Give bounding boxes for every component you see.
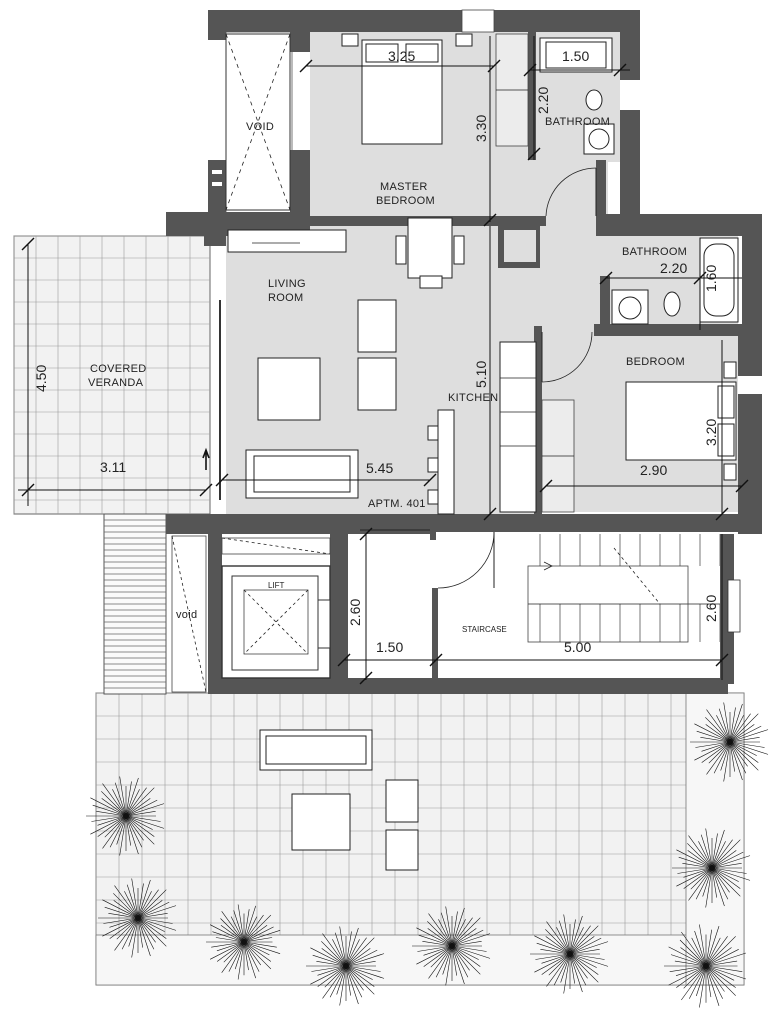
master-bedroom: MASTER BEDROOM <box>341 33 529 207</box>
living-width-label: 5.45 <box>366 460 393 476</box>
bathroom-2: BATHROOM <box>611 237 739 325</box>
plant-icon <box>664 924 746 1008</box>
bathroom-2-label: BATHROOM <box>622 246 687 258</box>
plants <box>86 702 769 1008</box>
veranda-depth: 4.50 <box>33 365 49 392</box>
plant-icon <box>530 914 609 994</box>
living-label-2: ROOM <box>268 292 303 304</box>
bath2-width-label: 2.20 <box>660 260 687 276</box>
lift-label: LIFT <box>268 581 285 590</box>
plant-icon <box>412 906 491 986</box>
plant-icon <box>86 776 165 856</box>
void-small: void <box>171 535 207 693</box>
veranda-label-2: VERANDA <box>88 377 144 389</box>
lift: LIFT <box>221 537 331 679</box>
kitchen-depth-label: 5.10 <box>473 361 489 388</box>
exterior-stairs <box>103 513 167 695</box>
living-label-1: LIVING <box>268 278 306 290</box>
doors: APTM. 401 <box>360 9 597 589</box>
kitchen-label: KITCHEN <box>448 392 498 404</box>
staircase-label: STAIRCASE <box>462 625 507 634</box>
master-label-2: BEDROOM <box>376 195 435 207</box>
veranda-label-1: COVERED <box>90 363 147 375</box>
plant-icon <box>306 926 385 1006</box>
stair-width-label: 5.00 <box>564 639 591 655</box>
void-label: VOID <box>246 121 274 133</box>
bedroom-depth-label: 3.20 <box>703 419 719 446</box>
roof-terrace <box>95 692 745 986</box>
covered-veranda <box>13 235 211 515</box>
void-small-label: void <box>176 609 197 621</box>
void-top: VOID <box>212 33 291 211</box>
plant-icon <box>206 904 281 980</box>
plant-icon <box>690 702 769 782</box>
bathroom-1: BATHROOM <box>539 37 615 155</box>
dimension-lines <box>215 36 749 685</box>
apartment-label: APTM. 401 <box>368 498 426 510</box>
master-depth-label: 3.30 <box>473 115 489 142</box>
dimension-labels: 3.25 3.30 1.50 2.20 2.20 1.60 5.10 5.45 … <box>347 48 719 655</box>
kitchen: KITCHEN <box>427 226 537 515</box>
master-width-label: 3.25 <box>388 48 415 64</box>
staircase: STAIRCASE <box>462 534 741 643</box>
plant-icon <box>98 878 177 958</box>
living-room: LIVING ROOM <box>219 217 465 500</box>
stair-depth-label: 2.60 <box>703 595 719 622</box>
entry-arrow-icon <box>202 447 210 470</box>
bath1-width-label: 1.50 <box>562 48 589 64</box>
bedroom-width-label: 2.90 <box>640 462 667 478</box>
hall-depth-label: 2.60 <box>347 599 363 626</box>
veranda-labels: COVERED VERANDA 4.50 3.11 <box>18 237 213 506</box>
master-label-1: MASTER <box>380 181 428 193</box>
plant-icon <box>672 828 751 908</box>
bath1-depth-label: 2.20 <box>535 87 551 114</box>
bedroom-label: BEDROOM <box>626 356 685 368</box>
hall-width-label: 1.50 <box>376 639 403 655</box>
terrace-furniture <box>259 729 419 871</box>
veranda-width: 3.11 <box>100 459 126 475</box>
bathroom-1-label: BATHROOM <box>545 116 610 128</box>
walls <box>166 10 762 694</box>
bath2-depth-label: 1.60 <box>703 265 719 292</box>
